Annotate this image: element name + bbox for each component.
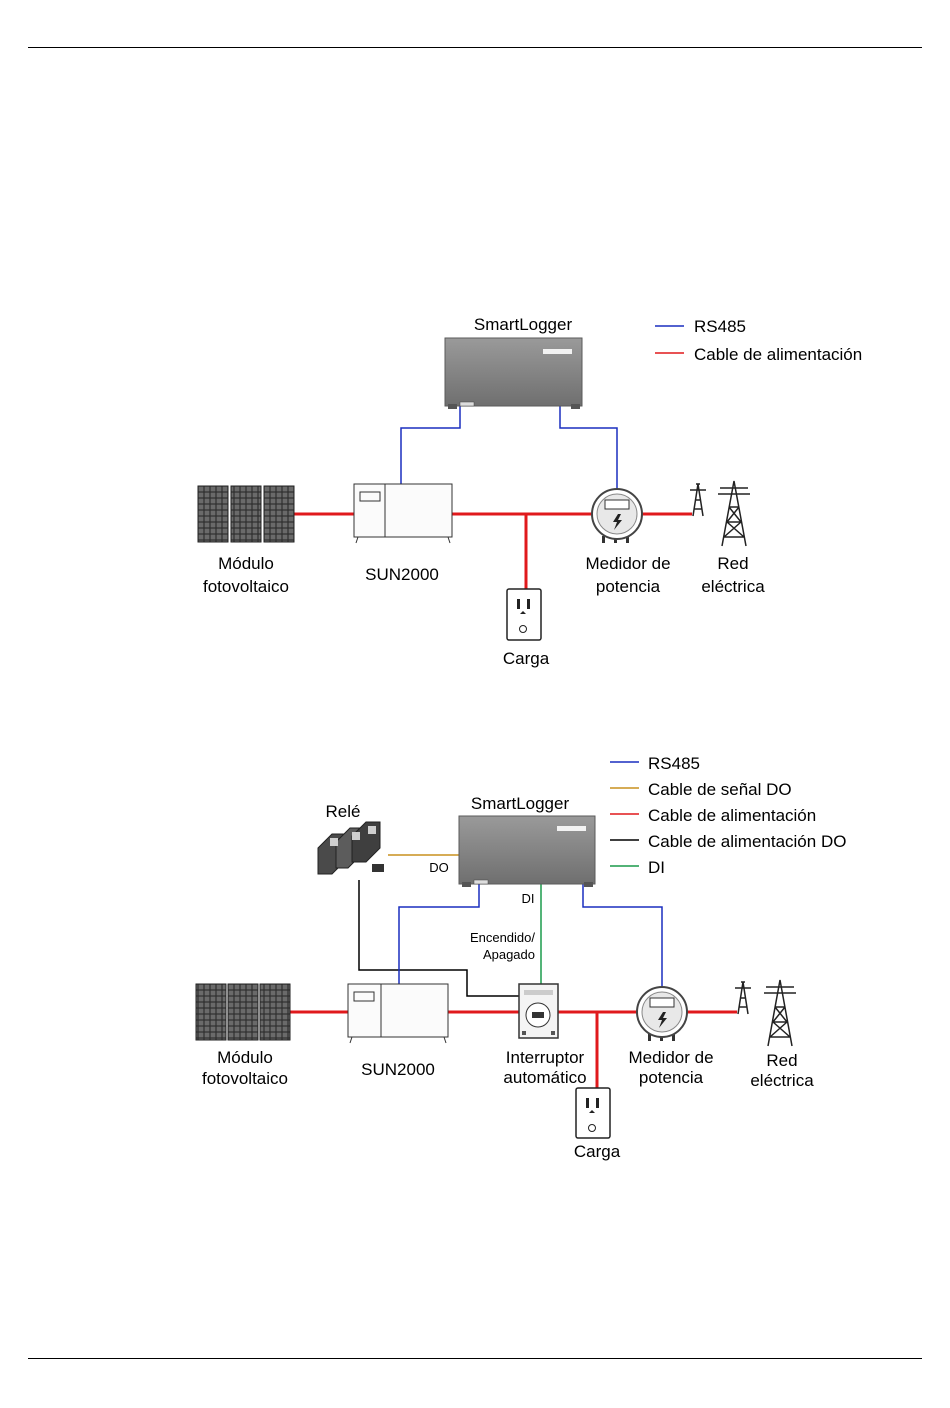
power-meter-icon	[636, 986, 688, 1041]
grid-label-line2: eléctrica	[750, 1071, 814, 1090]
smartlogger-label: SmartLogger	[474, 315, 573, 334]
rs485-wire-meter	[559, 406, 618, 490]
meter-label-line1: Medidor de	[628, 1048, 713, 1067]
legend-do-signal-label: Cable de señal DO	[648, 780, 792, 799]
pv-label-line1: Módulo	[218, 554, 274, 573]
rs485-wire-meter	[582, 884, 663, 988]
legend-2: RS485 Cable de señal DO Cable de aliment…	[610, 754, 846, 877]
load-label: Carga	[503, 649, 550, 668]
inverter-icon	[353, 483, 453, 544]
inverter-label: SUN2000	[361, 1060, 435, 1079]
rs485-wire-inverter	[398, 884, 480, 984]
relay-label: Relé	[326, 802, 361, 821]
grid-label-line1: Red	[766, 1051, 797, 1070]
onoff-label-line1: Encendido/	[470, 930, 535, 945]
smartlogger-label: SmartLogger	[471, 794, 570, 813]
inverter-label: SUN2000	[365, 565, 439, 584]
pv-label-line2: fotovoltaico	[203, 577, 289, 596]
meter-label-line2: potencia	[639, 1068, 704, 1087]
onoff-label-line2: Apagado	[483, 947, 535, 962]
breaker-label-line1: Interruptor	[506, 1048, 585, 1067]
footer-rule	[28, 1358, 922, 1359]
grid-label-line2: eléctrica	[701, 577, 765, 596]
legend-rs485-label: RS485	[648, 754, 700, 773]
legend-rs485-label: RS485	[694, 317, 746, 336]
grid-tower-icon	[735, 979, 796, 1047]
load-label: Carga	[574, 1142, 621, 1161]
outlet-icon	[575, 1087, 611, 1139]
di-port-label: DI	[522, 891, 535, 906]
smartlogger-device	[444, 337, 583, 409]
rs485-wire-inverter	[400, 406, 461, 484]
legend-power-label: Cable de alimentación	[648, 806, 816, 825]
smartlogger-device	[458, 815, 596, 887]
legend-do-power-label: Cable de alimentación DO	[648, 832, 846, 851]
breaker-label-line2: automático	[503, 1068, 586, 1087]
do-port-label: DO	[429, 860, 449, 875]
grid-tower-icon	[690, 480, 750, 547]
relay-icon	[317, 821, 384, 875]
power-meter-icon	[591, 488, 643, 543]
pv-label-line2: fotovoltaico	[202, 1069, 288, 1088]
grid-label-line1: Red	[717, 554, 748, 573]
outlet-icon	[506, 588, 542, 641]
header-rule	[28, 47, 922, 48]
inverter-icon	[347, 983, 449, 1044]
breaker-icon	[518, 983, 559, 1039]
legend-di-label: DI	[648, 858, 665, 877]
pv-label-line1: Módulo	[217, 1048, 273, 1067]
legend-1: RS485 Cable de alimentación	[655, 317, 862, 364]
legend-power-label: Cable de alimentación	[694, 345, 862, 364]
pv-module-icon	[195, 983, 291, 1041]
diagram-1: RS485 Cable de alimentación SmartLogger …	[197, 315, 862, 668]
do-power-wire	[358, 880, 521, 997]
diagram-2: RS485 Cable de señal DO Cable de aliment…	[195, 754, 846, 1161]
meter-label-line2: potencia	[596, 577, 661, 596]
pv-module-icon	[197, 485, 295, 543]
meter-label-line1: Medidor de	[585, 554, 670, 573]
